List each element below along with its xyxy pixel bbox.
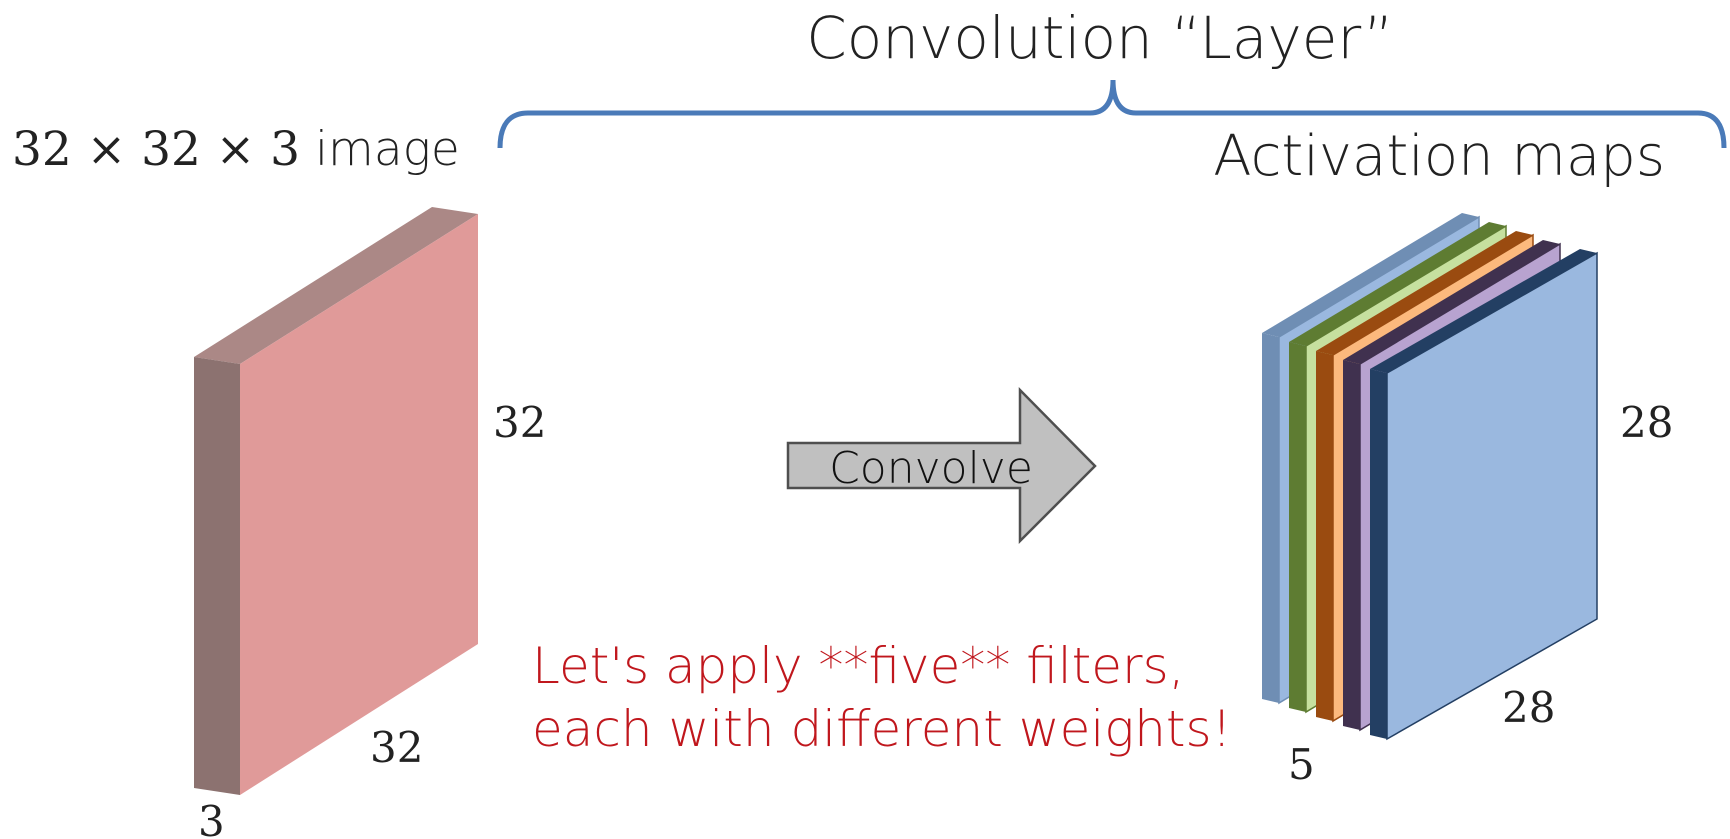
- convolve-arrow-label: Convolve: [829, 443, 1033, 494]
- activation-map-side: [1370, 369, 1387, 739]
- input-image-word: image: [300, 122, 460, 177]
- activation-map-top: [1343, 240, 1560, 364]
- activation-maps-stack: [1262, 213, 1598, 741]
- input-width-label: 32: [370, 723, 423, 772]
- convolve-arrow-shape: [786, 386, 1097, 545]
- activation-map-top: [1289, 222, 1506, 346]
- output-width-label: 28: [1502, 683, 1555, 732]
- activation-map-side: [1316, 351, 1333, 721]
- input-image-label: 32 × 32 × 3 image: [12, 122, 460, 177]
- output-height-label: 28: [1620, 398, 1673, 447]
- input-height-label: 32: [493, 398, 546, 447]
- activation-map-front: [1386, 251, 1598, 741]
- filters-note-line-1: Let's apply **five** filters,: [532, 637, 1185, 695]
- convolve-arrow: Convolve: [786, 386, 1097, 545]
- input-volume-top: [194, 207, 478, 364]
- filters-note-line-2: each with different weights!: [532, 700, 1232, 758]
- activation-map-top: [1262, 213, 1479, 337]
- input-volume-side: [194, 357, 240, 795]
- activation-map-top: [1370, 249, 1597, 373]
- filters-note: Let's apply **five** filters, each with …: [532, 637, 1232, 758]
- activation-maps-title: Activation maps: [1213, 124, 1665, 189]
- layer-brace: [497, 79, 1727, 149]
- activation-map-5: [1370, 249, 1598, 741]
- input-volume-front: [240, 214, 478, 795]
- activation-map-side: [1289, 342, 1306, 712]
- output-depth-label: 5: [1288, 740, 1315, 789]
- activation-map-side: [1343, 360, 1360, 730]
- activation-map-side: [1262, 333, 1279, 703]
- diagram-title: Convolution “Layer”: [806, 4, 1393, 72]
- input-dims-label: 32 × 32 × 3: [12, 122, 300, 177]
- activation-map-top: [1316, 231, 1533, 355]
- input-depth-label: 3: [198, 797, 225, 839]
- input-volume: [194, 207, 478, 795]
